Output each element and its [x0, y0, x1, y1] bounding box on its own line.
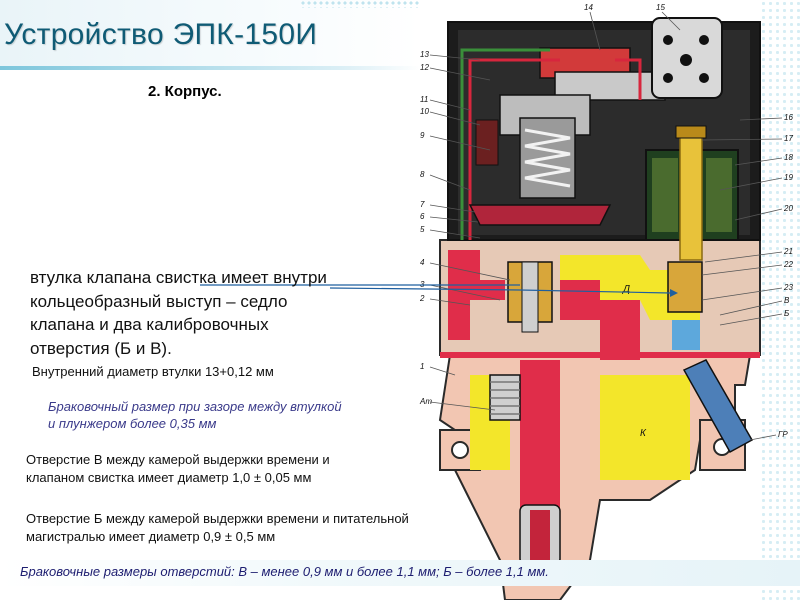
callout-v: В: [784, 296, 790, 305]
callout-lines-left: [429, 54, 511, 411]
socket-pin: [699, 73, 709, 83]
sleeve-description-line: втулка клапана свистка имеет внутри: [30, 268, 327, 287]
callout-14: 14: [584, 3, 593, 12]
wire-green: [460, 48, 550, 240]
callout-21: 21: [783, 247, 793, 256]
bottom-outlet-core: [530, 510, 550, 565]
callout-18: 18: [784, 153, 793, 162]
pointer-line: [329, 287, 671, 294]
callout-12: 12: [420, 63, 429, 72]
callout-2: 2: [419, 294, 425, 303]
slide-title: Устройство ЭПК-150И: [4, 18, 318, 51]
callout-6: 6: [420, 212, 425, 221]
chamber-k-label: К: [640, 428, 647, 439]
hole-b-note: Отверстие Б между камерой выдержки време…: [26, 510, 409, 546]
reject-gap-line: Браковочный размер при зазоре между втул…: [48, 399, 342, 414]
chamber-k: [600, 375, 690, 480]
hole-v-line: клапаном свистка имеет диаметр 1,0 ± 0,0…: [26, 470, 312, 485]
hole-b-line: магистралью имеет диаметр 0,9 ± 0,5 мм: [26, 529, 276, 544]
chamber-d-label: Д: [622, 284, 630, 295]
callout-lines-right: [701, 117, 783, 441]
right-valve-body: [667, 261, 703, 313]
callout-4: 4: [420, 258, 425, 267]
callout-1: 1: [420, 362, 424, 371]
callout-9: 9: [420, 131, 425, 140]
callout-17: 17: [784, 134, 793, 143]
callout-labels-top: 14 15: [584, 3, 665, 12]
callout-16: 16: [784, 113, 793, 122]
wire-red: [468, 58, 560, 240]
callout-23: 23: [783, 283, 793, 292]
solenoid-core-top: [675, 125, 707, 139]
sleeve-description-line: кольцеобразный выступ – седло: [30, 291, 288, 311]
callout-22: 22: [783, 260, 793, 269]
callout-11: 11: [420, 95, 428, 104]
reject-gap-line: и плунжером более 0,35 мм: [48, 416, 217, 431]
callout-15: 15: [656, 3, 665, 12]
callout-labels-right: 16 17 18 19 20 21 22 23 В Б ГР: [778, 113, 793, 439]
hole-b-line: Отверстие Б между камерой выдержки време…: [26, 511, 409, 526]
sleeve-description-line: клапана и два калибровочных: [30, 315, 269, 334]
reject-holes-note: Браковочные размеры отверстий: В – менее…: [20, 564, 549, 579]
plug-left: [475, 119, 499, 166]
solenoid-coil-winding: [652, 158, 678, 232]
callout-b: Б: [784, 309, 789, 318]
diaphragm-red: [468, 204, 612, 226]
sleeve-description: втулка клапана свистка имеет внутри коль…: [30, 266, 327, 360]
channel-red: [520, 360, 560, 540]
channel-red-horizontal: [440, 352, 760, 358]
chamber-blue: [672, 320, 700, 350]
callout-lines-top: [589, 11, 681, 51]
callout-13: 13: [420, 50, 429, 59]
socket-pin: [680, 54, 692, 66]
chamber-d: [560, 255, 700, 320]
thread-lines: [490, 381, 520, 415]
callout-5: 5: [420, 225, 425, 234]
title-band: [0, 0, 420, 70]
bottom-band: [0, 560, 800, 586]
callout-10: 10: [420, 107, 429, 116]
hole-v-line: Отверстие В между камерой выдержки време…: [26, 452, 330, 467]
callout-gr: ГР: [778, 430, 788, 439]
socket-pin: [663, 35, 673, 45]
callout-at: Ат: [419, 397, 432, 406]
hole-v-note: Отверстие В между камерой выдержки време…: [26, 451, 330, 487]
decorative-dots-right: [760, 0, 800, 600]
socket-pin: [699, 35, 709, 45]
whistle-valve-plunger: [521, 261, 539, 333]
decorative-dots-top: [300, 0, 420, 8]
callout-20: 20: [783, 204, 793, 213]
slide-subtitle: 2. Корпус.: [148, 83, 222, 100]
valve-spring: [524, 128, 571, 188]
sleeve-description-line: отверстия (Б и В).: [30, 338, 172, 358]
inner-diameter-note: Внутренний диаметр втулки 13+0,12 мм: [32, 364, 274, 379]
callout-8: 8: [420, 170, 425, 179]
socket-pin: [663, 73, 673, 83]
callout-7: 7: [420, 200, 425, 209]
wire-red: [615, 58, 642, 100]
mounting-hole: [451, 441, 469, 459]
callout-19: 19: [784, 173, 793, 182]
pointer-arrowhead: [670, 289, 678, 297]
solenoid-coil-winding: [706, 158, 732, 232]
reject-gap-note: Браковочный размер при зазоре между втул…: [48, 398, 342, 432]
valve-diagram: Д К 13 12 11 10 9 8 7 6 5 4 3: [419, 3, 793, 600]
